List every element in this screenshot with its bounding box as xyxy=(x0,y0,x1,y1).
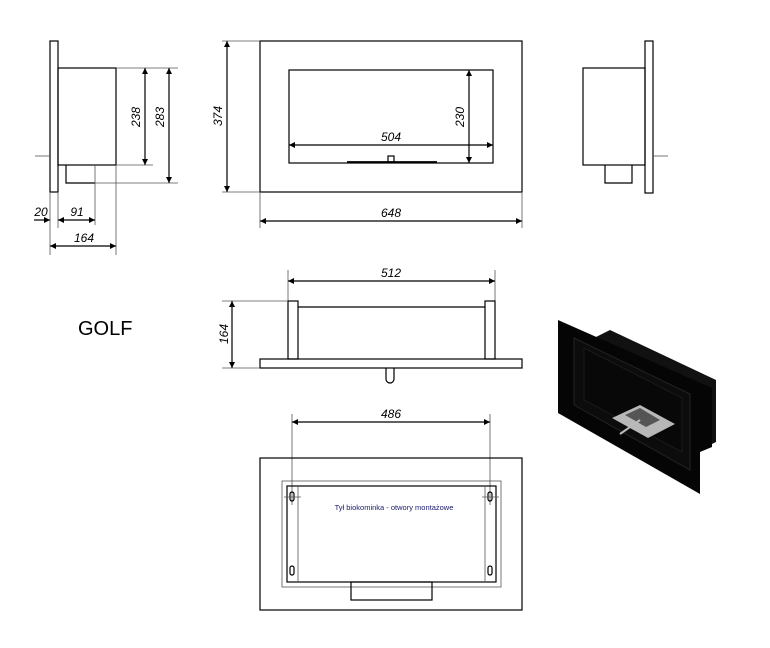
dim-512: 512 xyxy=(381,266,401,280)
dim-648: 648 xyxy=(381,206,401,220)
dim-164-side: 164 xyxy=(74,231,94,245)
product-name: GOLF xyxy=(78,318,133,340)
keyhole-icons xyxy=(284,491,499,576)
dim-283: 283 xyxy=(153,107,167,128)
back-view-note: Tył biokominka - otwory montażowe xyxy=(335,503,454,512)
top-view: 512 164 xyxy=(217,266,523,384)
dim-238: 238 xyxy=(129,107,143,128)
fireplace-3d-render xyxy=(558,320,716,494)
back-view: 486 Tył biokominka - otwory montażowe xyxy=(259,407,523,611)
dim-20: 20 xyxy=(33,205,48,219)
dim-374: 374 xyxy=(211,106,225,126)
front-view: 374 230 504 648 xyxy=(211,40,523,228)
side-view-left: 238 283 20 91 164 xyxy=(33,40,178,255)
side-view-right xyxy=(582,40,668,194)
dim-164-top: 164 xyxy=(217,324,231,344)
dim-504: 504 xyxy=(381,130,401,144)
dim-486: 486 xyxy=(381,407,401,421)
dim-230: 230 xyxy=(453,107,467,128)
dim-91: 91 xyxy=(70,205,83,219)
